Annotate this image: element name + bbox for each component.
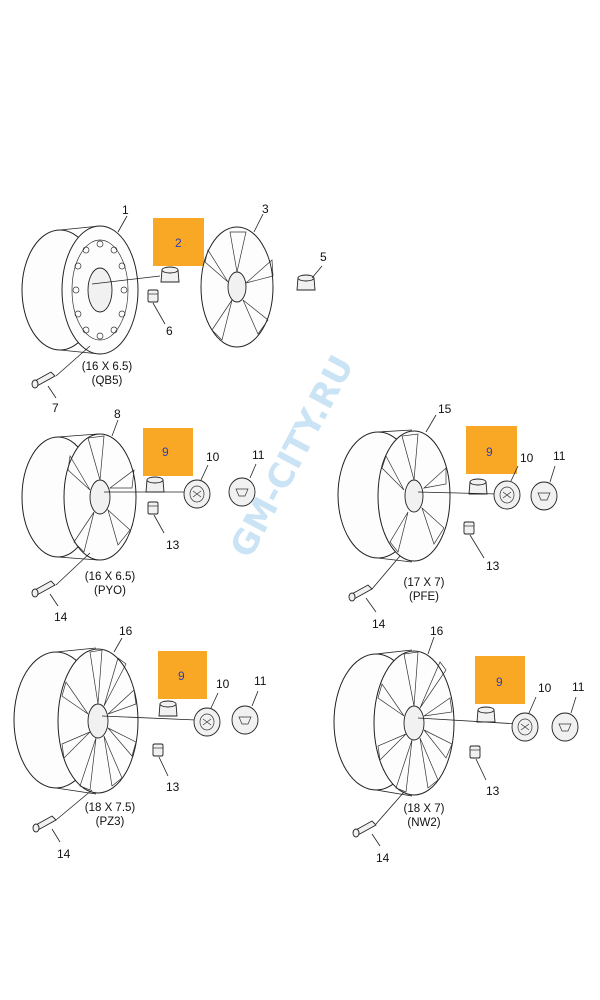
callout-cap-11-pyo: 11: [252, 448, 265, 462]
highlight-box-nut-pyo: [143, 428, 193, 476]
callout-nut-9-pz3: 9: [178, 669, 185, 683]
callout-cap-11-pfe: 11: [553, 449, 566, 463]
group-nw2-wheel: 16 9 10 11 13 14 (18 X 7) (NW2): [333, 624, 585, 865]
callout-valve-7: 7: [52, 401, 59, 415]
valve-stem-drawing: [31, 371, 56, 389]
highlight-box-nut: [153, 218, 204, 266]
lug-nut-nw2-drawing: [476, 706, 496, 723]
watermark-text: GM-CITY.RU: [223, 349, 363, 564]
callout-valve-14-pz3: 14: [57, 847, 71, 861]
weight-pyo-drawing: [147, 501, 159, 515]
callout-hub-10-pfe: 10: [520, 451, 534, 465]
lug-nut-pyo-drawing: [145, 476, 165, 493]
callout-valve-14-pyo: 14: [54, 610, 68, 624]
callout-weight-6: 6: [166, 324, 173, 338]
callout-wheel-15: 15: [438, 402, 452, 416]
hub-ring-pyo-drawing: [183, 479, 211, 509]
callout-hub-10-nw2: 10: [538, 681, 552, 695]
group-steel-wheel: 1 2 6 3 5 7 (16 X 6.5) (QB5): [21, 202, 327, 415]
callout-valve-14-pfe: 14: [372, 617, 386, 631]
valve-pfe-drawing: [348, 584, 373, 602]
callout-cap-11-nw2: 11: [572, 680, 585, 694]
spec-code-nw2: (NW2): [407, 817, 440, 829]
spec-size-qb5: (16 X 6.5): [82, 361, 133, 373]
spec-code-qb5: (QB5): [92, 375, 123, 387]
callout-wheel-16-nw2: 16: [430, 624, 444, 638]
center-cap-pz3-drawing: [231, 705, 259, 735]
spec-size-nw2: (18 X 7): [404, 803, 445, 815]
pfe-wheel-drawing: [337, 429, 451, 563]
group-pyo-wheel: 8 9 10 11 13 14 (16 X 6.5) (PYO): [21, 407, 265, 624]
callout-cover-3: 3: [262, 202, 269, 216]
callout-hub-10-pz3: 10: [216, 677, 230, 691]
center-cap-pfe-drawing: [530, 481, 558, 511]
callout-weight-13-pz3: 13: [166, 780, 180, 794]
hub-ring-pz3-drawing: [193, 707, 221, 737]
callout-weight-13-pfe: 13: [486, 559, 500, 573]
callout-valve-14-nw2: 14: [376, 851, 390, 865]
callout-weight-13-pyo: 13: [166, 538, 180, 552]
center-cap-pyo-drawing: [228, 477, 256, 507]
spec-size-pz3: (18 X 7.5): [85, 802, 136, 814]
weight-pfe-drawing: [463, 521, 475, 535]
spec-size-pfe: (17 X 7): [404, 577, 445, 589]
nw2-wheel-drawing: [333, 649, 455, 797]
lug-nut-pfe-drawing: [468, 478, 488, 495]
wheel-cover-drawing: [200, 226, 274, 348]
hub-ring-nw2-drawing: [511, 712, 539, 742]
callout-wheel-8: 8: [114, 407, 121, 421]
spec-code-pyo: (PYO): [94, 585, 126, 597]
callout-nut-9-pyo: 9: [162, 445, 169, 459]
callout-nut-9-nw2: 9: [496, 675, 503, 689]
group-pfe-wheel: 15 9 10 11 13 14 (17 X 7) (PFE): [337, 402, 566, 631]
pz3-wheel-drawing: [13, 647, 139, 795]
callout-nut-9-pfe: 9: [486, 445, 493, 459]
callout-weight-13-nw2: 13: [486, 784, 500, 798]
hub-ring-pfe-drawing: [493, 480, 521, 510]
steel-wheel-drawing: [21, 225, 139, 355]
spec-code-pz3: (PZ3): [96, 816, 125, 828]
spec-code-pfe: (PFE): [409, 591, 439, 603]
callout-cap-11-pz3: 11: [254, 674, 267, 688]
callout-wheel-16-pz3: 16: [119, 624, 133, 638]
pyo-wheel-drawing: [21, 433, 137, 561]
balance-weight-drawing: [147, 289, 159, 303]
weight-nw2-drawing: [469, 745, 481, 759]
lug-nut-pz3-drawing: [158, 700, 178, 717]
group-pz3-wheel: 16 9 10 11 13 14 (18 X 7.5) (PZ3): [13, 624, 267, 861]
lug-nut-drawing: [160, 266, 180, 283]
callout-nut-2: 2: [175, 236, 182, 250]
spec-size-pyo: (16 X 6.5): [85, 571, 136, 583]
callout-cap-5: 5: [320, 250, 327, 264]
highlight-box-nut-nw2: [475, 656, 525, 704]
callout-hub-10-pyo: 10: [206, 450, 220, 464]
highlight-box-nut-pfe: [466, 426, 517, 474]
center-cap-nw2-drawing: [551, 712, 579, 742]
weight-pz3-drawing: [152, 743, 164, 757]
callout-wheel-1: 1: [122, 203, 129, 217]
valve-pyo-drawing: [31, 580, 56, 598]
highlight-box-nut-pz3: [158, 651, 207, 699]
